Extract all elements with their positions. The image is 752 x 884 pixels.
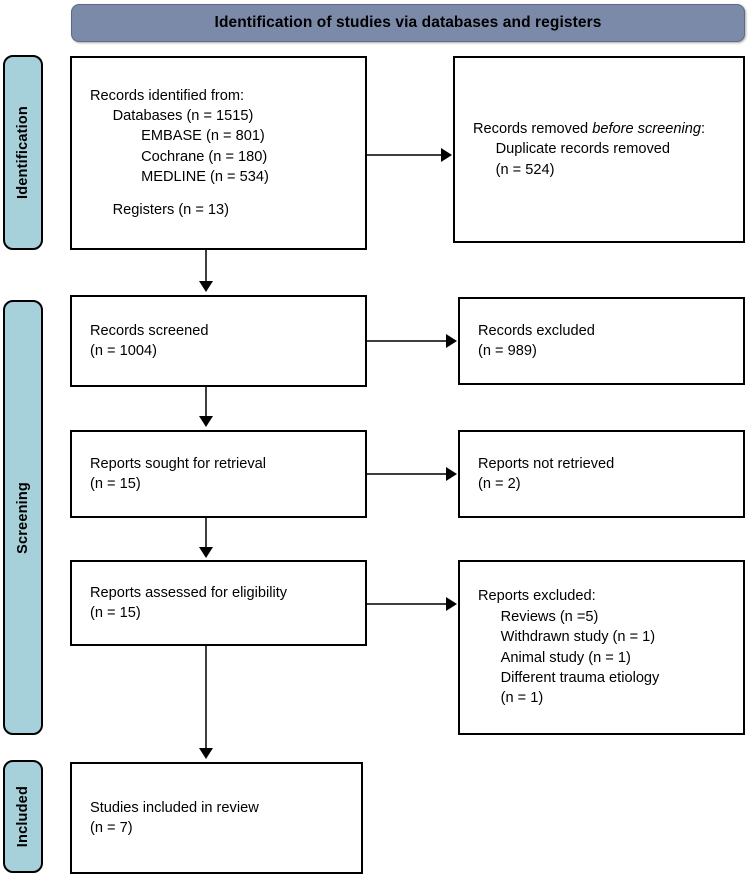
- box-studies-included-text: Studies included in review (n = 7): [72, 798, 361, 839]
- records-removed-line1-suffix: :: [700, 120, 706, 137]
- box-reports-not-retrieved-text: Reports not retrieved (n = 2): [460, 454, 743, 495]
- box-records-removed: Records removed before screening: Duplica…: [453, 56, 745, 243]
- box-records-excluded: Records excluded (n = 989): [458, 297, 745, 385]
- records-identified-line1: Records identified from:: [90, 87, 245, 104]
- connector-screened-to-excluded-arrowhead: [446, 334, 457, 348]
- reports-not-retrieved-label: Reports not retrieved: [478, 455, 615, 472]
- reports-excluded-reviews: Reviews (n =5): [500, 608, 599, 625]
- records-identified-spacer: [90, 188, 365, 200]
- box-records-identified: Records identified from: Databases (n = 1…: [70, 56, 367, 250]
- records-identified-medline: MEDLINE (n = 534): [141, 169, 269, 186]
- box-records-screened: Records screened (n = 1004): [70, 295, 367, 387]
- reports-assessed-count: (n = 15): [90, 605, 141, 621]
- connector-screened-to-sought-line: [205, 387, 207, 419]
- records-removed-duplicates: Duplicate records removed: [495, 141, 671, 158]
- records-removed-count: (n = 524): [495, 161, 555, 178]
- connector-sought-to-assessed-line: [205, 518, 207, 549]
- connector-assessed-to-included-arrowhead: [199, 748, 213, 759]
- box-reports-assessed: Reports assessed for eligibility (n = 15): [70, 560, 367, 646]
- connector-assessed-to-excluded-arrowhead: [446, 597, 457, 611]
- studies-included-label: Studies included in review: [90, 799, 259, 816]
- phase-tab-included: Included: [3, 760, 43, 873]
- reports-sought-label: Reports sought for retrieval: [90, 455, 267, 472]
- connector-screened-to-sought-arrowhead: [199, 416, 213, 427]
- connector-assessed-to-excluded-line: [367, 603, 447, 605]
- reports-assessed-label: Reports assessed for eligibility: [90, 584, 288, 601]
- diagram-header-banner: Identification of studies via databases …: [71, 4, 745, 42]
- connector-identified-to-screened-line: [205, 250, 207, 284]
- box-reports-assessed-text: Reports assessed for eligibility (n = 15): [72, 583, 365, 624]
- connector-screened-to-excluded-line: [367, 340, 447, 342]
- reports-excluded-trauma-etiology: Different trauma etiology: [500, 669, 660, 686]
- box-records-excluded-text: Records excluded (n = 989): [460, 321, 743, 362]
- connector-sought-to-not-retrieved-line: [367, 473, 447, 475]
- records-removed-line1-prefix: Records removed: [473, 120, 593, 137]
- box-reports-excluded-text: Reports excluded: Reviews (n =5) Withdrawn…: [460, 586, 743, 709]
- box-studies-included: Studies included in review (n = 7): [70, 762, 363, 874]
- records-screened-label: Records screened: [90, 322, 209, 339]
- records-excluded-label: Records excluded: [478, 322, 595, 339]
- phase-label-included: Included: [15, 785, 31, 848]
- reports-not-retrieved-count: (n = 2): [478, 476, 521, 492]
- box-reports-excluded: Reports excluded: Reviews (n =5) Withdrawn…: [458, 560, 745, 735]
- records-excluded-count: (n = 989): [478, 343, 537, 359]
- connector-sought-to-assessed-arrowhead: [199, 547, 213, 558]
- records-identified-databases: Databases (n = 1515): [112, 107, 254, 124]
- phase-tab-screening: Screening: [3, 300, 43, 735]
- connector-identified-to-removed-line: [367, 154, 442, 156]
- reports-excluded-trauma-etiology-count: (n = 1): [500, 690, 544, 707]
- connector-identified-to-removed-arrowhead: [441, 148, 452, 162]
- reports-excluded-withdrawn: Withdrawn study (n = 1): [500, 629, 656, 646]
- connector-identified-to-screened-arrowhead: [199, 281, 213, 292]
- connector-sought-to-not-retrieved-arrowhead: [446, 467, 457, 481]
- records-screened-count: (n = 1004): [90, 343, 157, 359]
- reports-excluded-animal: Animal study (n = 1): [500, 649, 631, 666]
- phase-label-identification: Identification: [15, 105, 31, 200]
- phase-tab-identification: Identification: [3, 55, 43, 250]
- diagram-title: Identification of studies via databases …: [214, 14, 602, 31]
- box-reports-sought: Reports sought for retrieval (n = 15): [70, 430, 367, 518]
- reports-excluded-label: Reports excluded:: [478, 588, 596, 605]
- studies-included-count: (n = 7): [90, 820, 133, 836]
- box-reports-sought-text: Reports sought for retrieval (n = 15): [72, 454, 365, 495]
- box-reports-not-retrieved: Reports not retrieved (n = 2): [458, 430, 745, 518]
- connector-assessed-to-included-line: [205, 646, 207, 750]
- box-records-screened-text: Records screened (n = 1004): [72, 321, 365, 362]
- phase-label-screening: Screening: [15, 481, 31, 554]
- records-identified-cochrane: Cochrane (n = 180): [141, 148, 268, 165]
- records-identified-registers: Registers (n = 13): [112, 202, 230, 219]
- records-removed-line1-italic: before screening: [592, 120, 701, 137]
- box-records-removed-text: Records removed before screening: Duplica…: [455, 119, 743, 180]
- box-records-identified-text: Records identified from: Databases (n = 1…: [72, 86, 365, 221]
- reports-sought-count: (n = 15): [90, 476, 141, 492]
- records-identified-embase: EMBASE (n = 801): [141, 128, 265, 145]
